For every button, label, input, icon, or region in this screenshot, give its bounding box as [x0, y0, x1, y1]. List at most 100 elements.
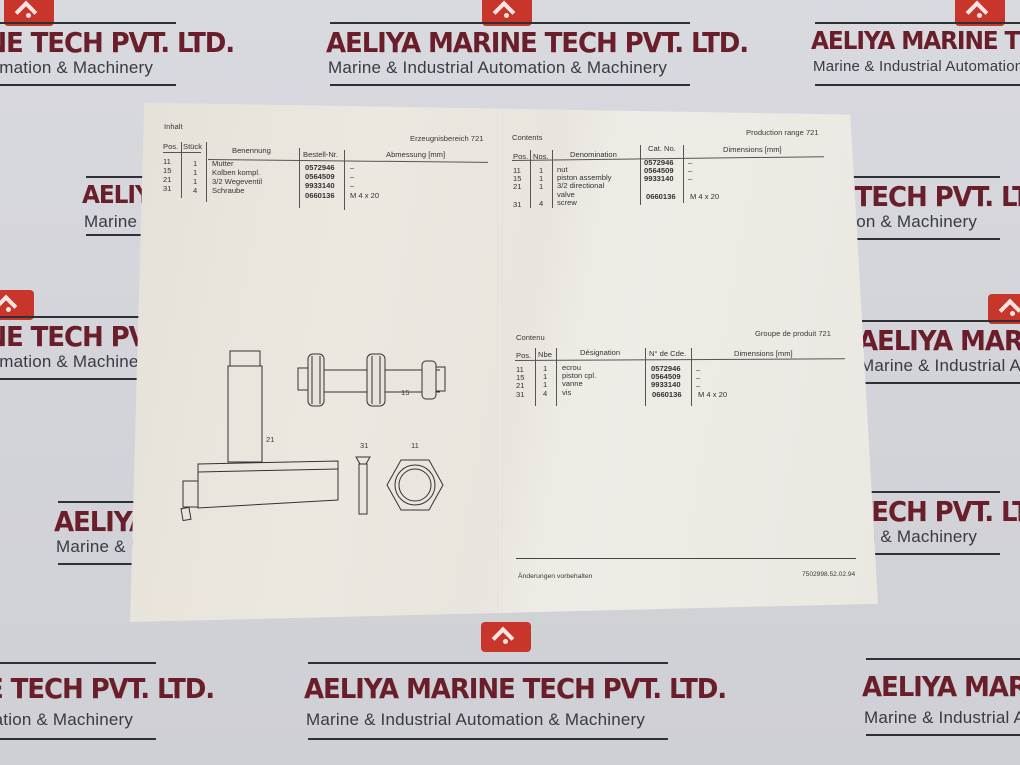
watermark-mid-right-2: AELIYA MARINE TECH PVT. LTD. Marine & In… [822, 294, 1020, 384]
divider [0, 662, 156, 664]
col-header-dim: Abmessung [mm] [386, 150, 446, 159]
cell-qty: 1 [543, 380, 548, 389]
company-tagline: Marine & Industrial Automation & Machine… [306, 710, 646, 729]
cell-pos: 11 [516, 365, 524, 374]
col-header-pos: Pos. [163, 142, 179, 151]
divider [862, 320, 1020, 322]
table-rule [163, 152, 201, 153]
cell-qty: 4 [543, 389, 548, 398]
watermark-bottom-right: AELIYA MARINE TECH PVT. LTD. Marine & In… [826, 630, 1020, 736]
divider [0, 378, 176, 380]
divider [308, 738, 668, 740]
table-rule [207, 159, 488, 163]
col-header-name: Denomination [570, 150, 617, 159]
table-rule [299, 148, 300, 208]
section-title-en: Contents [512, 133, 543, 142]
divider [0, 738, 156, 740]
divider [815, 22, 1020, 24]
cell-qty: 1 [539, 166, 544, 175]
company-logo-icon [4, 0, 54, 26]
cell-name: screw [557, 198, 577, 207]
divider [0, 22, 176, 24]
cell-qty: 4 [193, 186, 198, 195]
cell-name: piston cpl. [562, 371, 597, 380]
divider [330, 22, 690, 24]
cell-pos: 31 [163, 184, 172, 193]
cell-order-no: 0660136 [305, 191, 335, 200]
cell-name: Schraube [212, 186, 245, 195]
product-range-fr: Groupe de produit 721 [755, 329, 831, 338]
table-rule [552, 150, 553, 208]
cell-pos: 31 [516, 390, 525, 399]
cell-dim: M 4 x 20 [690, 192, 720, 201]
divider [308, 662, 668, 664]
company-tagline: Marine & Industrial Automation & Machine… [0, 58, 154, 77]
company-tagline: Marine & Industrial Automation & Machine… [813, 58, 1020, 75]
cell-order-no: 0564509 [305, 172, 335, 181]
nut-drawing-icon [386, 459, 444, 511]
cell-dim: – [688, 166, 693, 175]
table-rule [640, 145, 641, 205]
col-header-qty: Stück [183, 142, 202, 151]
product-range-de: Erzeugnisbereich 721 [410, 134, 484, 143]
table-rule [691, 348, 692, 406]
cell-name: vis [562, 388, 572, 397]
cell-pos: 31 [513, 200, 522, 209]
cell-order-no: 9933140 [305, 181, 335, 190]
document-number: 7502998.52.02.94 [802, 571, 856, 578]
cell-order-no: 0572946 [305, 163, 335, 172]
cell-qty: 4 [539, 199, 544, 208]
cell-pos: 11 [163, 157, 171, 166]
cell-dim: – [696, 373, 701, 382]
col-header-qty: Nbe [538, 350, 552, 359]
company-logo-icon [0, 290, 34, 320]
cell-dim: – [350, 163, 355, 172]
cell-qty: 1 [539, 174, 544, 183]
section-title-fr: Contenu [516, 333, 545, 342]
cell-qty: 1 [539, 182, 544, 191]
cell-qty: 1 [193, 159, 198, 168]
cell-order-no: 0572946 [644, 158, 674, 167]
label-screw: 31 [360, 441, 369, 450]
cell-dim: – [696, 365, 701, 374]
company-logo-icon [955, 0, 1005, 26]
company-tagline: Marine & Industrial Automation & Machine… [0, 710, 134, 729]
divider [866, 734, 1020, 736]
company-name: AELIYA MARINE TECH PVT. LTD. [326, 26, 749, 59]
screw-drawing-icon [355, 456, 371, 515]
col-header-dim: Dimensions [mm] [723, 145, 782, 154]
watermark-bottom-left: AELIYA MARINE TECH PVT. LTD. Marine & In… [0, 630, 215, 740]
divider [815, 84, 1020, 86]
piston-drawing-icon [297, 353, 446, 407]
divider [0, 84, 176, 86]
cell-order-no: 9933140 [651, 380, 681, 389]
watermark-top-right: AELIYA MARINE TECH PVT. LTD. Marine & In… [775, 0, 1020, 86]
divider [0, 316, 176, 318]
cell-pos: 15 [513, 174, 522, 183]
table-rule [683, 145, 684, 203]
company-tagline: Marine & Industrial Automation & Machine… [860, 356, 1020, 375]
cell-pos: 21 [516, 381, 525, 390]
label-piston: 15 [401, 388, 410, 397]
table-rule [181, 142, 182, 198]
section-title-de: Inhalt [164, 122, 183, 131]
col-header-name: Désignation [580, 348, 621, 357]
table-rule [645, 348, 646, 406]
cell-dim: – [688, 158, 693, 167]
divider [330, 84, 690, 86]
footer-note: Änderungen vorbehalten [518, 573, 593, 580]
col-header-order-no: Bestell-Nr. [303, 150, 339, 159]
cell-order-no: 0564509 [644, 166, 674, 175]
label-nut: 11 [411, 441, 419, 450]
company-tagline: Marine & Industrial Automation & Machine… [864, 708, 1020, 727]
company-logo-icon [482, 0, 532, 26]
cell-name: 3/2 Wegeventil [212, 177, 263, 186]
watermark-top-left: AELIYA MARINE TECH PVT. LTD. Marine & In… [0, 0, 235, 86]
table-rule [530, 150, 531, 208]
company-name: AELIYA MARINE TECH PVT. LTD. [862, 670, 1020, 703]
cell-name: piston assembly [557, 173, 612, 182]
watermark-top-center: AELIYA MARINE TECH PVT. LTD. Marine & In… [290, 0, 749, 86]
cell-pos: 15 [516, 373, 525, 382]
valve-drawing-icon [180, 350, 339, 522]
col-header-qty: Nos. [533, 152, 549, 161]
